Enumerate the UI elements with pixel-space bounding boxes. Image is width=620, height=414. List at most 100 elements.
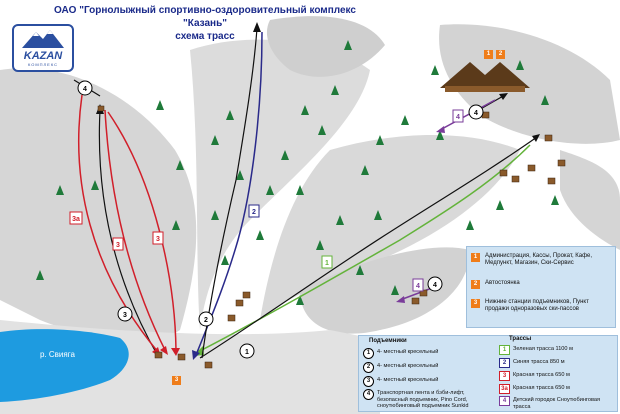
lift-1-line bbox=[199, 136, 538, 359]
tree-icon bbox=[431, 65, 439, 75]
lift-4-topleft-num: 4 bbox=[83, 86, 87, 93]
lift-legend-item: 3 4- местный кресельный bbox=[363, 376, 493, 387]
trail-legend-item: 3а Красная трасса 650 м bbox=[499, 384, 613, 394]
trail-2-num: 2 bbox=[252, 209, 256, 216]
river-label: р. Свияга bbox=[40, 350, 75, 359]
lift-4-topleft-badge bbox=[77, 80, 93, 96]
lodge-icon bbox=[440, 62, 530, 92]
lift-2-num: 2 bbox=[204, 317, 208, 324]
lift-4-right-num: 4 bbox=[474, 110, 478, 117]
slope-center bbox=[190, 39, 370, 330]
trail-legend-item: 2 Синяя трасса 850 м bbox=[499, 358, 613, 368]
tree-icon bbox=[236, 170, 244, 180]
trail-legend-badge: 4 bbox=[499, 396, 510, 406]
logo-subtitle: КОМПЛЕКС bbox=[27, 62, 59, 67]
lift-legend-item: 2 4- местный кресельный bbox=[363, 362, 493, 373]
map-title: ОАО "Горнолыжный спортивно-оздоровительн… bbox=[40, 4, 370, 43]
trail-3-num: 3 bbox=[116, 242, 120, 249]
trail-4-top-arrow bbox=[436, 126, 445, 133]
trail-legend-label: Зеленая трасса 1100 м bbox=[513, 346, 573, 352]
trail-3a-badge bbox=[69, 211, 83, 225]
station-icon bbox=[97, 105, 105, 112]
tree-icon bbox=[211, 135, 219, 145]
slope-right-mid bbox=[260, 135, 520, 320]
station-icon bbox=[242, 291, 251, 299]
trail-legend-badge: 3 bbox=[499, 371, 510, 381]
facility-item-parking: 2 Автостоянка bbox=[471, 280, 611, 292]
tree-icon bbox=[316, 240, 324, 250]
trail-legend-item: 1 Зеленая трасса 1100 м bbox=[499, 345, 613, 355]
trail-4-lower-arrow bbox=[396, 296, 405, 303]
mountain-logo-icon bbox=[22, 30, 64, 48]
lift-2-line bbox=[201, 27, 258, 359]
trail-3b-arrow bbox=[171, 348, 180, 356]
trail-3a-red bbox=[77, 94, 159, 353]
lift-legend-label: 4- местный кресельный bbox=[377, 377, 439, 383]
tree-icon bbox=[296, 295, 304, 305]
trail-legend-label: Синяя трасса 850 м bbox=[513, 359, 565, 365]
tree-icon bbox=[211, 210, 219, 220]
map-marker-parking: 2 bbox=[496, 50, 505, 59]
facility-marker: 2 bbox=[471, 280, 480, 289]
tree-icon bbox=[336, 215, 344, 225]
tree-icon bbox=[401, 115, 409, 125]
trail-legend-label: Красная трасса 650 м bbox=[513, 385, 570, 391]
lift-legend-badge: 2 bbox=[363, 362, 374, 373]
station-icon bbox=[235, 299, 244, 307]
trail-3b-badge bbox=[152, 231, 164, 245]
tree-icon bbox=[56, 185, 64, 195]
trail-3-badge bbox=[112, 237, 124, 251]
slope-upper bbox=[266, 16, 385, 77]
lift-4-lower-num: 4 bbox=[433, 282, 437, 289]
station-icon bbox=[411, 297, 420, 305]
trail-3-arrow bbox=[160, 346, 168, 355]
title-line-2: схема трасс bbox=[175, 31, 235, 42]
tree-icon bbox=[344, 40, 352, 50]
map-marker-admin: 1 bbox=[484, 50, 493, 59]
lift-3-badge bbox=[117, 306, 133, 322]
trail-1-num: 1 bbox=[325, 260, 329, 267]
lift-legend-item: 1 4- местный кресельный bbox=[363, 348, 493, 359]
slope-right-edge bbox=[560, 150, 620, 250]
lift-legend-badge: 3 bbox=[363, 376, 374, 387]
facility-item-admin: 1 Администрация, Кассы, Прокат, Кафе, Ме… bbox=[471, 253, 611, 275]
tree-icon bbox=[226, 110, 234, 120]
lodge-body bbox=[445, 86, 525, 92]
lift-legend-label: Транспортная лента и бэби-лифт, безопасн… bbox=[377, 390, 469, 409]
station-icon bbox=[204, 361, 213, 369]
tree-icon bbox=[301, 105, 309, 115]
tree-icon bbox=[281, 150, 289, 160]
lift-1-arrow bbox=[532, 134, 540, 142]
trail-3-red bbox=[104, 109, 166, 351]
trail-2-badge bbox=[248, 204, 260, 218]
lift-legend-badge: 4 bbox=[363, 389, 374, 400]
station-icon bbox=[511, 175, 520, 183]
slope-right-low bbox=[300, 247, 470, 334]
trail-legend-badge: 2 bbox=[499, 358, 510, 368]
lift-badges bbox=[77, 80, 484, 359]
facility-marker: 3 bbox=[471, 299, 480, 308]
station-icon bbox=[544, 134, 553, 142]
tree-icon bbox=[221, 255, 229, 265]
tree-icon bbox=[496, 200, 504, 210]
lift-legend-label: 4- местный кресельный bbox=[377, 363, 439, 369]
lodge-roof bbox=[440, 62, 530, 88]
kazan-logo: KAZAN КОМПЛЕКС bbox=[12, 24, 74, 72]
lift-legend-badge: 1 bbox=[363, 348, 374, 359]
facilities-legend: 1 Администрация, Кассы, Прокат, Кафе, Ме… bbox=[466, 246, 616, 328]
trails-heading: Трассы bbox=[509, 336, 532, 342]
tree-icon bbox=[156, 100, 164, 110]
trail-1-badge bbox=[321, 255, 333, 269]
trail-4-lower-badge bbox=[412, 278, 424, 292]
trail-legend-item: 3 Красная трасса 650 м bbox=[499, 371, 613, 381]
logo-wordmark: KAZAN bbox=[23, 50, 63, 62]
station-icon bbox=[154, 351, 163, 359]
trail-3b-red bbox=[107, 111, 177, 351]
lift-legend-item: 4 Транспортная лента и бэби-лифт, безопа… bbox=[363, 389, 493, 409]
trail-4-top-num: 4 bbox=[456, 114, 460, 121]
tree-icon bbox=[331, 85, 339, 95]
trail-4-lower-num: 4 bbox=[416, 283, 420, 290]
slope-left bbox=[0, 68, 197, 341]
